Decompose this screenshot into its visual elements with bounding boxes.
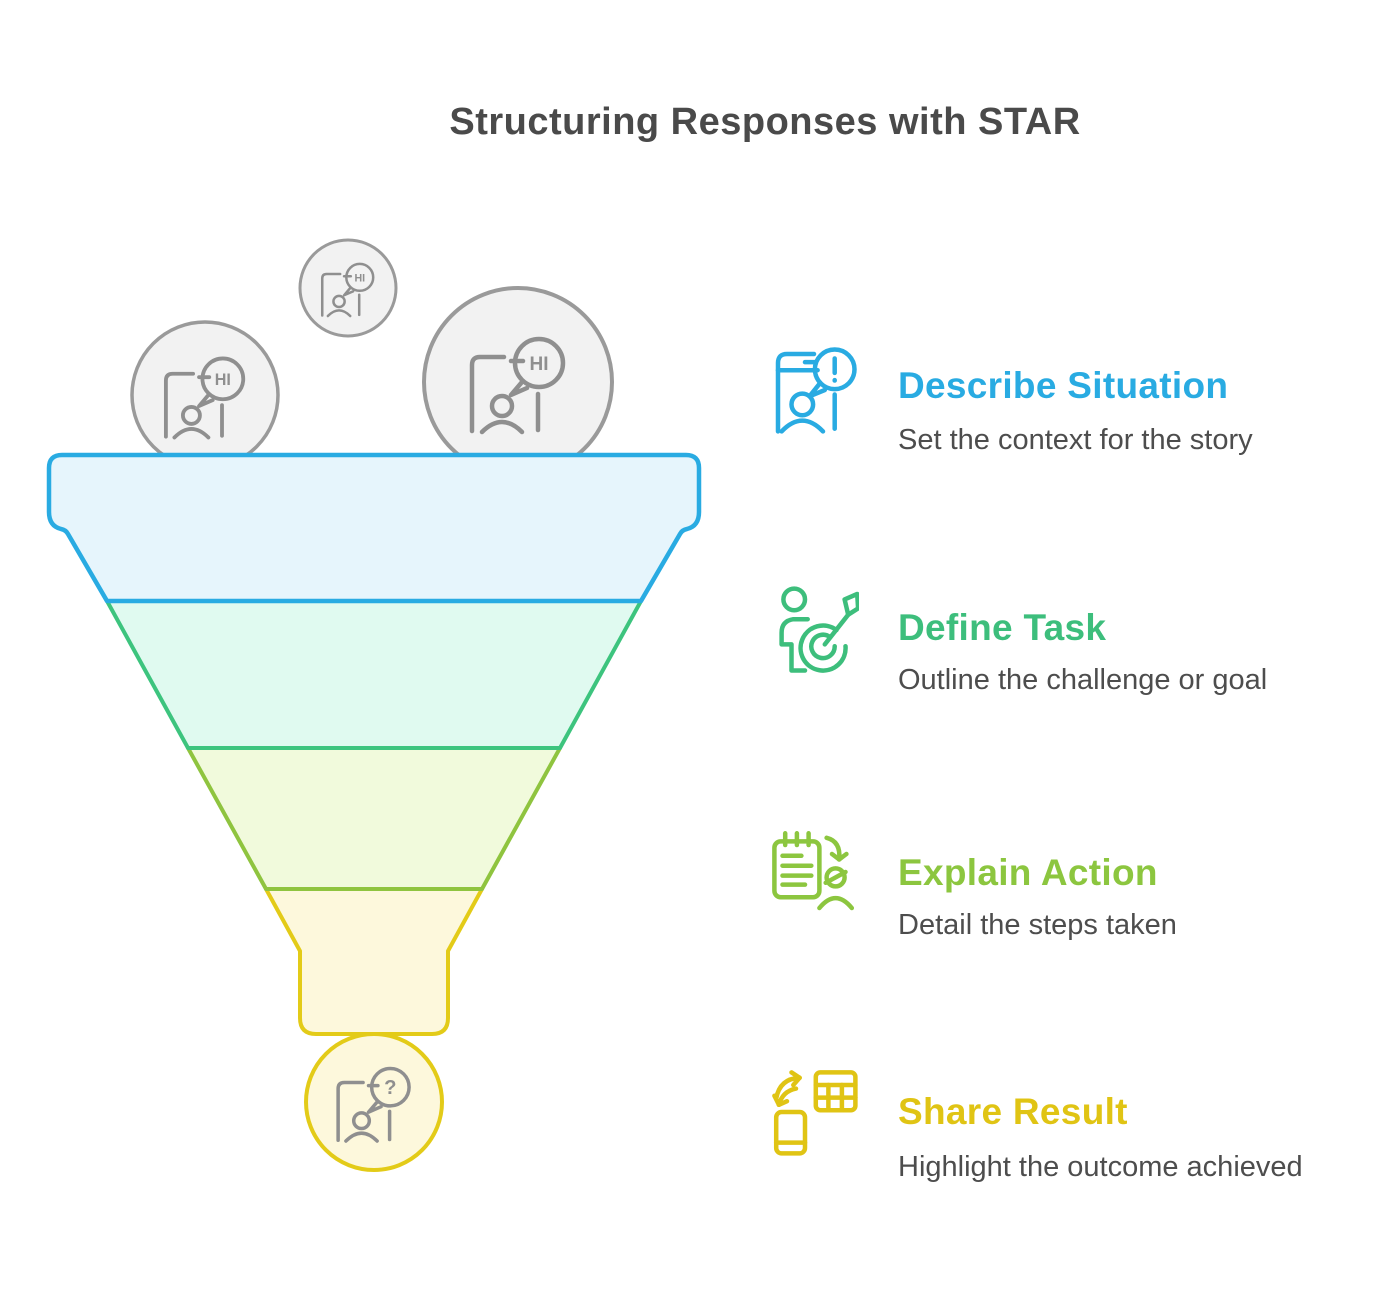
step-item-share-result: Share Result Highlight the outcome achie… — [769, 1067, 1359, 1237]
speech-bubble-text: HI — [354, 272, 365, 284]
speech-bubble-text: HI — [530, 354, 549, 375]
funnel-stage-situation — [46, 452, 702, 604]
notepad-steps-icon — [772, 831, 855, 911]
candidate-bubble-left: HI — [130, 320, 280, 470]
speech-bubble-text: HI — [215, 371, 231, 389]
speech-bubble-text: ? — [384, 1077, 396, 1099]
page-title: Structuring Responses with STAR — [449, 101, 1081, 143]
candidate-bubble-small: HI — [298, 238, 398, 338]
step-item-describe-situation: Describe Situation Set the context for t… — [769, 345, 1359, 515]
situation-speech-alert-icon — [775, 347, 857, 434]
step-heading: Explain Action — [898, 852, 1158, 893]
step-subtitle: Outline the challenge or goal — [898, 664, 1268, 696]
funnel-stage-action — [186, 746, 562, 891]
candidate-bubble-right: HI — [422, 286, 614, 478]
step-subtitle: Set the context for the story — [898, 424, 1253, 456]
interview-hi-icon: HI — [320, 262, 375, 318]
candidate-circle — [130, 320, 280, 470]
step-subtitle: Detail the steps taken — [898, 909, 1177, 941]
step-heading: Define Task — [898, 607, 1107, 648]
interview-hi-icon: HI — [163, 356, 246, 440]
funnel-stage-result — [264, 887, 484, 1036]
step-subtitle: Highlight the outcome achieved — [898, 1151, 1303, 1183]
candidate-circle — [298, 238, 398, 338]
step-heading: Describe Situation — [898, 365, 1229, 406]
funnel-stage-task — [105, 599, 643, 750]
step-item-define-task: Define Task Outline the challenge or goa… — [769, 585, 1359, 755]
person-target-icon — [779, 586, 859, 673]
interview-hi-icon: HI — [472, 339, 563, 432]
step-item-explain-action: Explain Action Detail the steps taken — [769, 827, 1359, 997]
interview-question-icon: ? — [336, 1066, 411, 1143]
outcome-circle — [304, 1032, 444, 1172]
phone-share-table-icon — [772, 1070, 858, 1156]
candidate-circle — [422, 286, 614, 478]
step-heading: Share Result — [898, 1091, 1128, 1132]
outcome-bubble: ? — [304, 1032, 444, 1172]
star-funnel-diagram: HI HI HI ? — [46, 238, 702, 1172]
